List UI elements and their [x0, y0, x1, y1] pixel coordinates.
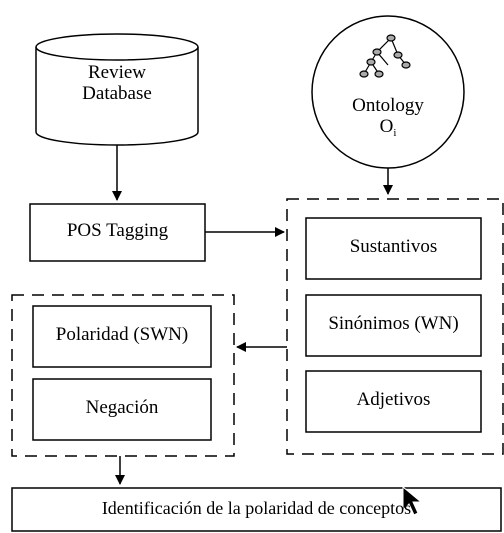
sustantivos-label: Sustantivos: [349, 236, 438, 257]
polaridad-label: Polaridad (SWN): [55, 324, 189, 345]
sinonimos-box: [305, 294, 482, 357]
review-database-line2: Database: [82, 82, 152, 104]
mouse-cursor-icon: [402, 485, 423, 516]
ontology-subscript: i: [393, 126, 397, 139]
adjetivos-label: Adjetivos: [356, 389, 431, 410]
polarity-group-container: [11, 294, 235, 457]
polaridad-box: [32, 305, 212, 368]
pos-tagging-box: [29, 203, 206, 262]
sustantivos-box: [305, 217, 482, 280]
identification-label: Identificación de la polaridad de concep…: [101, 498, 412, 518]
ontology-symbol: O: [379, 115, 394, 137]
pos-tagging-label: POS Tagging: [66, 220, 169, 241]
ontology-group-container: [286, 198, 504, 455]
negacion-label: Negación: [85, 397, 159, 418]
ontology-line1: Ontology: [352, 95, 424, 116]
tree-icon: [359, 34, 411, 78]
review-database-line1: Review: [87, 62, 147, 83]
identification-box: [11, 487, 502, 532]
ontology-line2: Oi: [328, 115, 448, 139]
review-database-cylinder: [35, 33, 199, 146]
negacion-box: [32, 378, 212, 441]
sinonimos-label: Sinónimos (WN): [328, 313, 459, 334]
review-database-label: Review Database: [36, 62, 198, 105]
ontology-label: Ontology Oi: [328, 95, 448, 139]
adjetivos-box: [305, 370, 482, 433]
